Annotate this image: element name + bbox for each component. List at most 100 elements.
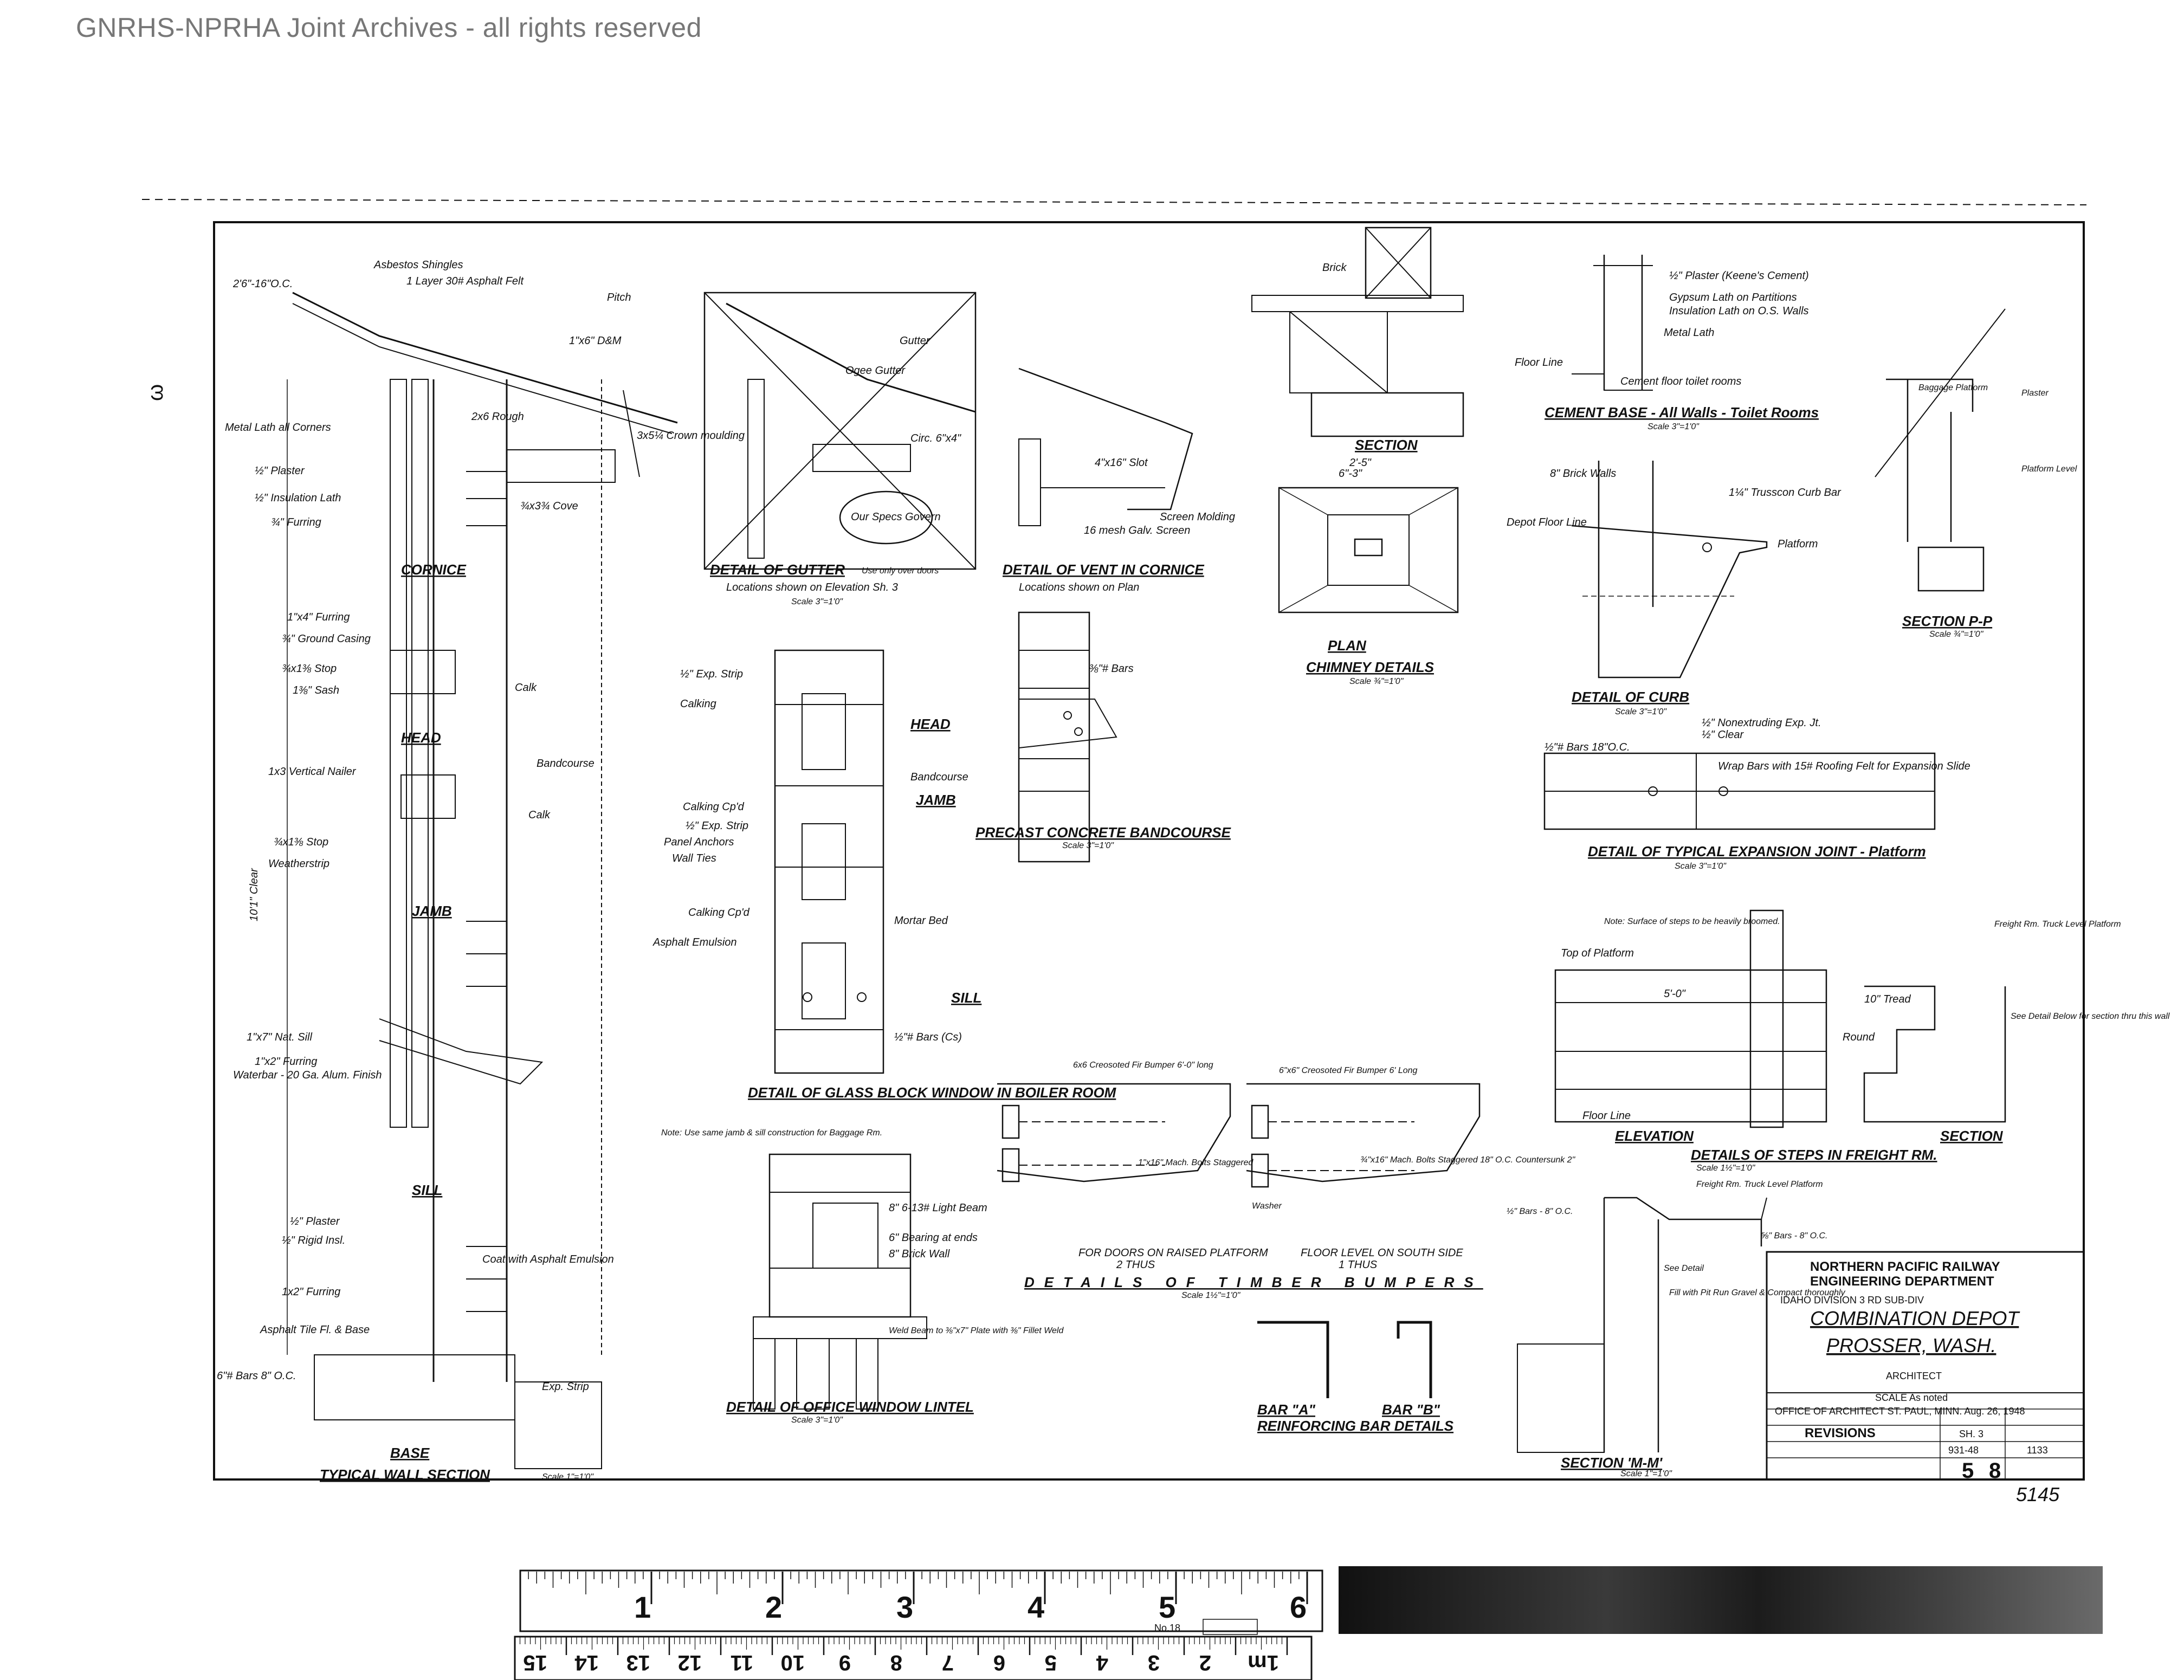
cement-label-1: Gypsum Lath on Partitions xyxy=(1669,292,1797,303)
steps-label-7: Floor Line xyxy=(1582,1110,1631,1122)
section-mm-detail: Freight Rm. Truck Level Platform ⅝" Bars… xyxy=(1507,1180,1846,1478)
wall-label-19: ¾x1⅜ Stop xyxy=(274,836,328,848)
steps-label-4: 10" Tread xyxy=(1864,993,1911,1005)
glass-label-5: Wall Ties xyxy=(672,852,716,864)
wall-label-1: 1 Layer 30# Asphalt Felt xyxy=(406,275,524,287)
chimney-label-1: 6"-3" xyxy=(1339,468,1362,480)
glass-label-3: ½" Exp. Strip xyxy=(686,820,748,832)
steps-label-2: 5'-0" xyxy=(1664,988,1686,1000)
steps-label-5: Round xyxy=(1843,1031,1875,1043)
steps-section: SECTION xyxy=(1940,1128,2004,1144)
lintel-label-3: Weld Beam to ⅜"x7" Plate with ⅜" Fillet … xyxy=(889,1326,1064,1335)
ruler-b-8: 7 xyxy=(942,1651,954,1675)
ruler-b-11: 4 xyxy=(1096,1651,1108,1675)
steps-detail: Note: Surface of steps to be heavily bro… xyxy=(1554,909,2170,1173)
vent-detail: 4"x16" Slot Screen Molding 16 mesh Galv.… xyxy=(1003,367,1235,593)
vent-title: DETAIL OF VENT IN CORNICE xyxy=(1003,561,1204,578)
tb-location: PROSSER, WASH. xyxy=(1826,1334,1996,1356)
cement-label-0: ½" Plaster (Keene's Cement) xyxy=(1669,270,1809,282)
wall-label-13: ¾" Ground Casing xyxy=(282,633,371,645)
wall-height-label: 10'1" Clear xyxy=(248,868,260,921)
gutter-label-0: Gutter xyxy=(900,335,931,347)
tb-sh-ref: SH. 3 xyxy=(1959,1429,1983,1439)
wall-section-title: TYPICAL WALL SECTION xyxy=(320,1466,490,1483)
mm-label-1: ⅝" Bars - 8" O.C. xyxy=(1761,1231,1828,1240)
steps-label-0: Note: Surface of steps to be heavily bro… xyxy=(1604,917,1780,926)
chimney-title: CHIMNEY DETAILS xyxy=(1306,659,1435,675)
ruler-b-3: 12 xyxy=(678,1651,702,1675)
tb-office: OFFICE OF ARCHITECT ST. PAUL, MINN. Aug.… xyxy=(1775,1406,2025,1417)
ruler-bottom-numbers: 15 14 13 12 11 10 9 8 7 6 5 4 3 2 1m xyxy=(524,1651,1280,1675)
ruler-b-5: 10 xyxy=(781,1651,805,1675)
cement-title: CEMENT BASE - All Walls - Toilet Rooms xyxy=(1545,404,1819,421)
bumper-label-4: 6"x6" Creosoted Fir Bumper 6' Long xyxy=(1279,1066,1418,1075)
chimney-scale: Scale ¾"=1'0" xyxy=(1349,677,1404,686)
wall-label-11: ¾x3¾ Cove xyxy=(520,500,578,512)
lintel-label-1: 6" Bearing at ends xyxy=(889,1232,978,1244)
wall-label-27: Asphalt Tile Fl. & Base xyxy=(260,1324,370,1336)
mm-label-3: See Detail xyxy=(1664,1264,1704,1273)
bumper-label-0: 6x6 Creosoted Fir Bumper 6'-0" long xyxy=(1073,1061,1213,1070)
wall-section-scale: Scale 1"=1'0" xyxy=(542,1472,594,1482)
ruler-ticks-top xyxy=(519,1572,1308,1604)
cement-scale: Scale 3"=1'0" xyxy=(1647,422,1700,431)
glass-label-2: Calking Cp'd xyxy=(683,801,745,813)
gutter-detail: Our Specs Govern Gutter Ogee Gutter Circ… xyxy=(703,292,977,606)
bumpers-title: DETAILS OF TIMBER BUMPERS xyxy=(1024,1274,1483,1290)
glass-label-9: ½"# Bars (Cs) xyxy=(894,1031,962,1043)
wall-section-detail: Asbestos Shingles 1 Layer 30# Asphalt Fe… xyxy=(217,259,745,1483)
cement-base-detail: ½" Plaster (Keene's Cement) Gypsum Lath … xyxy=(1515,255,1819,431)
expansion-joint-detail: ½" Nonextruding Exp. Jt. ½" Clear ½"# Ba… xyxy=(1543,717,1970,871)
ruler-b-9: 6 xyxy=(993,1651,1005,1675)
wall-label-20: Weatherstrip xyxy=(268,858,329,870)
bumper-label-6: 2 THUS xyxy=(1116,1259,1155,1271)
cement-label-4: Floor Line xyxy=(1515,357,1563,369)
tb-sheet-no: 931-48 xyxy=(1948,1445,1979,1456)
wall-label-4: 1"x6" D&M xyxy=(569,335,622,347)
rebar-title: REINFORCING BAR DETAILS xyxy=(1257,1418,1454,1434)
ruler-b-12: 3 xyxy=(1148,1651,1160,1675)
vent-label-1: Screen Molding xyxy=(1160,511,1235,523)
glass-label-7: Asphalt Emulsion xyxy=(652,936,737,948)
ruler-num-4: 4 xyxy=(1028,1590,1044,1624)
curb-label-2: 1¼" Trusscon Curb Bar xyxy=(1729,487,1841,499)
bumper-label-8: 1 THUS xyxy=(1339,1259,1378,1271)
chimney-section-title: SECTION xyxy=(1355,437,1418,453)
curb-title: DETAIL OF CURB xyxy=(1572,689,1689,705)
vent-label-0: 4"x16" Slot xyxy=(1095,457,1148,469)
wall-label-0: Asbestos Shingles xyxy=(373,259,463,271)
pp-label-2: Platform Level xyxy=(2021,464,2077,474)
gutter-label-2: Circ. 6"x4" xyxy=(910,432,961,444)
bumper-label-5: FOR DOORS ON RAISED PLATFORM xyxy=(1078,1247,1268,1259)
cement-label-5: Cement floor toilet rooms xyxy=(1620,376,1741,387)
sheet-border xyxy=(213,221,2085,1481)
ruler-b-14: 1m xyxy=(1248,1651,1279,1675)
wall-sub-sill: SILL xyxy=(412,1182,442,1198)
curb-label-1: Depot Floor Line xyxy=(1507,516,1587,528)
glass-label-8: Mortar Bed xyxy=(894,915,948,927)
glass-sub-head: HEAD xyxy=(910,716,951,732)
glass-sub-jamb: JAMB xyxy=(916,792,956,808)
glass-label-6: Calking Cp'd xyxy=(688,907,750,919)
steps-label-3: Freight Rm. Truck Level Platform xyxy=(1994,920,2121,929)
wall-label-18: 1x3 Vertical Nailer xyxy=(268,766,357,778)
gutter-scale: Scale 3"=1'0" xyxy=(791,597,843,606)
cement-label-2: Insulation Lath on O.S. Walls xyxy=(1669,305,1809,317)
curb-label-3: Platform xyxy=(1778,538,1818,550)
ruler-num-6: 6 xyxy=(1290,1590,1307,1624)
ruler-model: No.18 xyxy=(1154,1623,1180,1633)
expansion-title: DETAIL OF TYPICAL EXPANSION JOINT - Plat… xyxy=(1588,843,1926,860)
tb-of: 8 xyxy=(1989,1459,2001,1483)
wall-sub-base: BASE xyxy=(390,1445,430,1461)
wall-label-26: 1x2" Furring xyxy=(282,1286,340,1298)
bumper-label-7: FLOOR LEVEL ON SOUTH SIDE xyxy=(1301,1247,1463,1259)
steps-title: DETAILS OF STEPS IN FREIGHT RM. xyxy=(1691,1147,1937,1163)
mm-label-0: Freight Rm. Truck Level Platform xyxy=(1696,1180,1823,1189)
archive-watermark: GNRHS-NPRHA Joint Archives - all rights … xyxy=(76,12,702,43)
wall-label-17: Bandcourse xyxy=(537,758,595,770)
ruler-b-0: 15 xyxy=(524,1651,548,1675)
wall-label-6: ½" Plaster xyxy=(255,465,305,477)
ruler-num-3: 3 xyxy=(896,1590,913,1624)
lintel-scale: Scale 3"=1'0" xyxy=(791,1416,843,1425)
pp-scale: Scale ¾"=1'0" xyxy=(1929,630,1984,639)
